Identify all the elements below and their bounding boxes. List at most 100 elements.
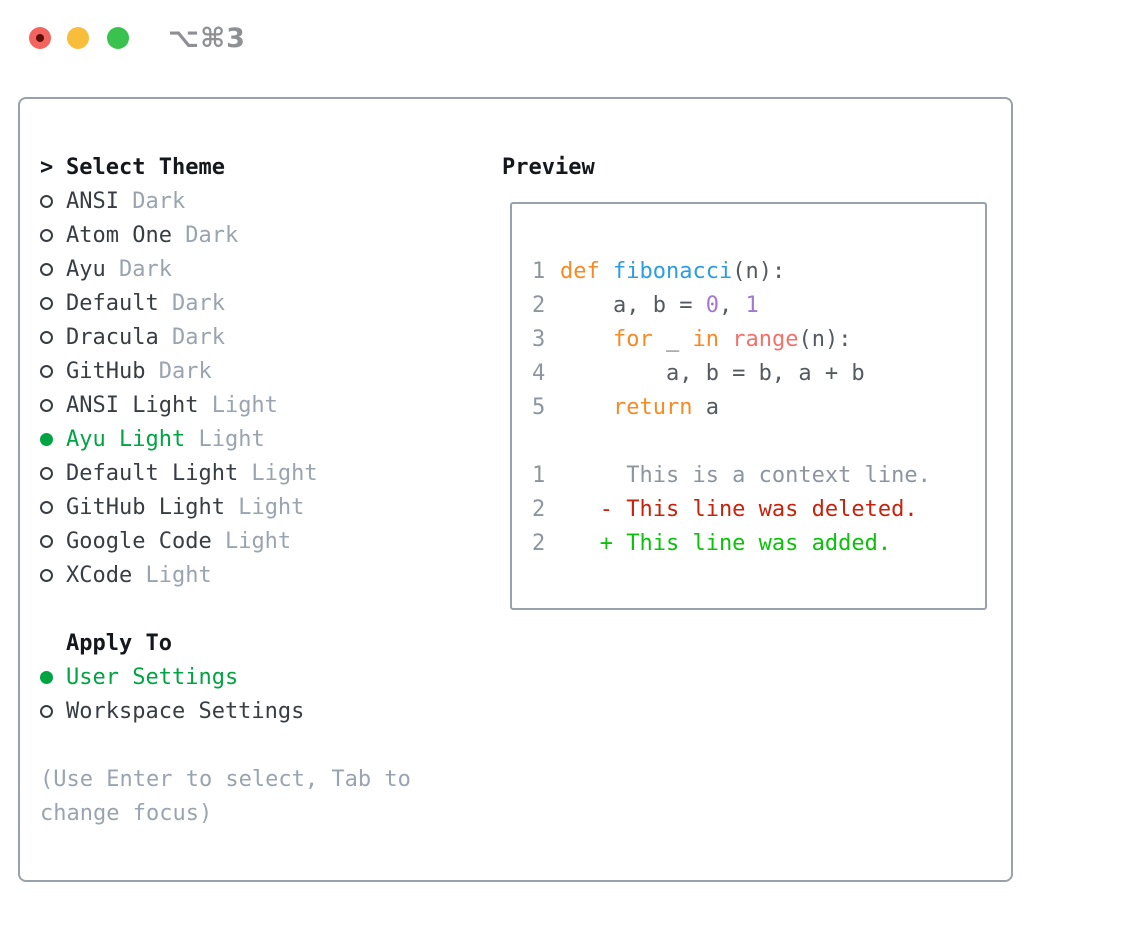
theme-item[interactable]: Google Code Light [40, 524, 490, 558]
line-number: 3 [532, 326, 546, 352]
radio-icon [40, 296, 66, 310]
radio-circle [40, 228, 53, 242]
radio-selected-icon [40, 432, 66, 446]
option-label: GitHub Light [66, 494, 225, 520]
spacer [40, 728, 490, 762]
code-line: 2 + This line was added. [532, 526, 985, 560]
help-text-line-1: (Use Enter to select, Tab to [40, 766, 411, 792]
code-token: - This line was deleted. [560, 496, 918, 522]
theme-variant-label: Dark [158, 290, 225, 316]
code-token: a, b = [560, 292, 706, 318]
code-line: 4 a, b = b, a + b [532, 356, 985, 390]
apply-to-item[interactable]: Workspace Settings [40, 694, 490, 728]
blank-line [532, 424, 985, 458]
theme-variant-label: Dark [158, 324, 225, 350]
radio-icon [40, 364, 66, 378]
option-label: XCode [66, 562, 133, 588]
unsaved-dot-icon [36, 34, 44, 42]
radio-circle [40, 500, 53, 514]
help-text-line-2: change focus) [40, 800, 213, 826]
line-number: 2 [532, 292, 546, 318]
line-number: 1 [532, 258, 546, 284]
theme-variant-label: Light [238, 460, 318, 486]
radio-circle [40, 568, 53, 582]
code-token: fibonacci [613, 258, 733, 284]
code-token: , [718, 292, 746, 318]
radio-circle [40, 534, 53, 548]
radio-circle [40, 466, 53, 480]
radio-icon [40, 704, 66, 718]
radio-circle [40, 398, 53, 412]
spacer [40, 592, 490, 626]
code-token: (n): [798, 326, 852, 352]
code-token [600, 259, 613, 284]
option-label: User Settings [66, 664, 239, 690]
apply-to-item[interactable]: User Settings [40, 660, 490, 694]
option-label: Ayu [66, 256, 106, 282]
line-number: 2 [532, 530, 546, 556]
theme-item[interactable]: ANSI Dark [40, 184, 490, 218]
window-title: ⌥⌘3 [168, 22, 246, 54]
code-line: 1 def fibonacci(n): [532, 254, 985, 288]
code-token: a [692, 394, 719, 420]
close-button[interactable] [29, 27, 51, 49]
radio-circle [40, 330, 53, 344]
code-token [719, 327, 732, 352]
radio-icon [40, 194, 66, 208]
theme-variant-label: Dark [118, 188, 186, 214]
zoom-button[interactable] [107, 27, 129, 49]
radio-icon [40, 228, 66, 242]
theme-variant-label: Light [224, 494, 305, 520]
radio-icon [40, 330, 66, 344]
option-label: Google Code [66, 528, 212, 554]
line-number: 1 [532, 462, 546, 488]
theme-item[interactable]: ANSI Light Light [40, 388, 490, 422]
radio-icon [40, 398, 66, 412]
theme-item[interactable]: Atom One Dark [40, 218, 490, 252]
theme-variant-label: Light [132, 562, 212, 588]
line-number: 5 [532, 394, 546, 420]
code-line: 5 return a [532, 390, 985, 424]
titlebar: ⌥⌘3 [0, 0, 1140, 76]
theme-variant-label: Dark [171, 222, 239, 248]
theme-item[interactable]: Ayu Dark [40, 252, 490, 286]
option-label: ANSI [66, 188, 119, 214]
theme-variant-label: Light [185, 426, 265, 452]
theme-item[interactable]: Ayu Light Light [40, 422, 490, 456]
theme-variant-label: Dark [145, 358, 212, 384]
theme-item[interactable]: XCode Light [40, 558, 490, 592]
code-token: return [612, 394, 693, 420]
radio-circle [40, 670, 53, 684]
theme-item[interactable]: GitHub Dark [40, 354, 490, 388]
radio-selected-icon [40, 670, 66, 684]
code-token: (n): [732, 258, 786, 284]
option-label: GitHub [66, 358, 146, 384]
apply-to-header: Apply To [40, 626, 490, 660]
theme-item[interactable]: GitHub Light Light [40, 490, 490, 524]
minimize-button[interactable] [67, 27, 89, 49]
radio-circle [40, 432, 53, 446]
radio-circle [40, 194, 53, 208]
line-number: 2 [532, 496, 546, 522]
theme-variant-label: Light [211, 528, 292, 554]
code-token: def [560, 258, 600, 284]
radio-circle [40, 364, 53, 378]
code-token: 1 [745, 292, 759, 318]
theme-item[interactable]: Dracula Dark [40, 320, 490, 354]
code-token: for [612, 326, 653, 352]
radio-icon [40, 500, 66, 514]
theme-item[interactable]: Default Light Light [40, 456, 490, 490]
theme-variant-label: Light [198, 392, 278, 418]
code-token: 0 [705, 292, 719, 318]
code-token: This is a context line. [560, 462, 931, 488]
radio-circle [40, 262, 53, 276]
code-token: + This line was added. [560, 530, 892, 556]
theme-item[interactable]: Default Dark [40, 286, 490, 320]
option-label: Default [66, 290, 159, 316]
code-token [560, 395, 613, 420]
code-line: 1 This is a context line. [532, 458, 985, 492]
radio-icon [40, 568, 66, 582]
